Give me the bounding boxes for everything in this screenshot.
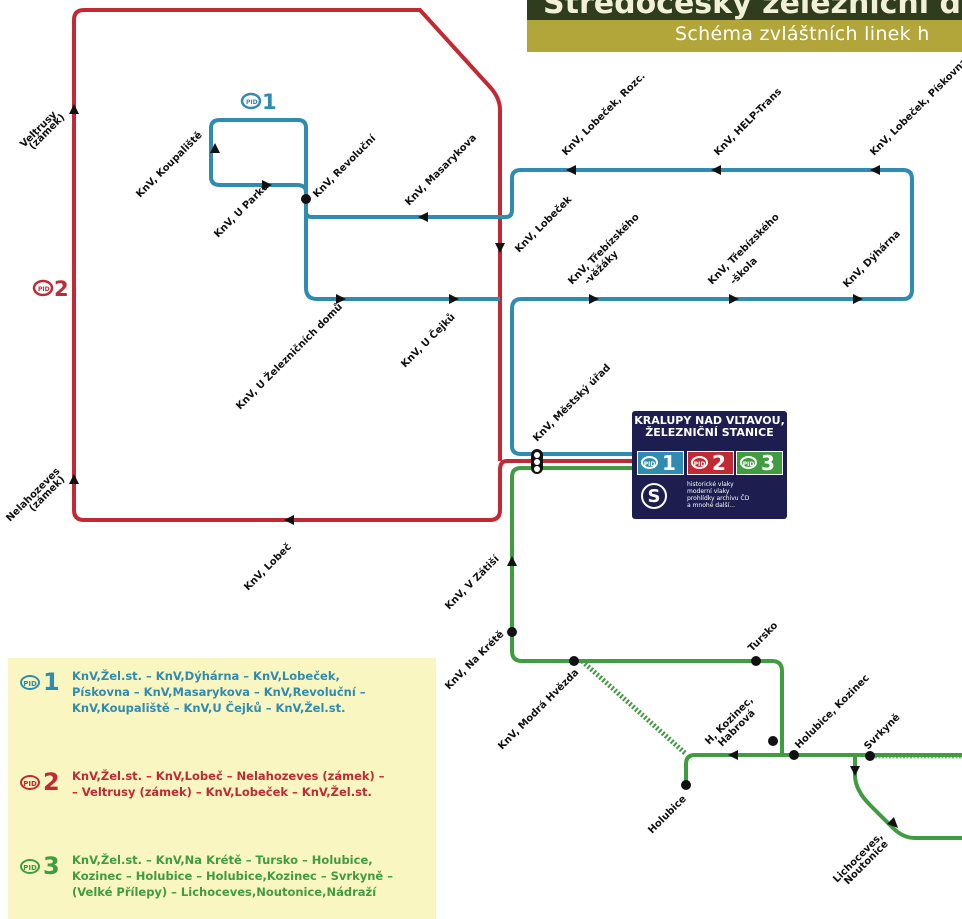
stop-label: KnV, Lobeč <box>242 541 294 593</box>
pid-icon: PID <box>20 775 40 790</box>
arrow-icon <box>449 294 459 304</box>
header-title-bar: Středočeský železniční den <box>527 0 962 20</box>
station-line-1-badge: PID 1 <box>637 451 684 475</box>
arrow-icon <box>262 180 272 190</box>
stop-label: KnV, U Železničních domů <box>233 300 345 412</box>
stop-label: KnV, Lobeček, Rozc. <box>560 70 648 158</box>
map-line-2-number: 2 <box>54 277 69 301</box>
station-stop-dot <box>534 452 540 458</box>
arrow-icon <box>870 165 880 175</box>
route-legend: PID 1 KnV,Žel.st. – KnV,Dýhárna – KnV,Lo… <box>8 658 436 919</box>
station-line-2-badge: PID 2 <box>687 451 734 475</box>
arrow-icon <box>566 165 576 175</box>
arrow-icon <box>69 104 79 114</box>
arrow-icon <box>284 515 294 525</box>
stop-dot <box>751 656 761 666</box>
map-line-2-badge: PID 2 <box>32 277 69 301</box>
arrow-icon <box>887 817 898 828</box>
station-stop-dot <box>534 466 540 472</box>
arrow-icon <box>69 474 79 484</box>
station-info-box: KRALUPY NAD VLTAVOU, ŽELEZNIČNÍ STANICE … <box>632 411 787 519</box>
header-subtitle-bar: Schéma zvláštních linek h <box>527 20 962 52</box>
pid-icon: PID <box>38 286 50 293</box>
arrow-icon <box>711 165 721 175</box>
stop-label: KnV, Lobeček, Pískovna <box>868 56 962 158</box>
page-subtitle: Schéma zvláštních linek h <box>675 23 930 45</box>
pid-icon: PID <box>20 675 40 690</box>
legend-line-number: 3 <box>43 852 60 880</box>
stop-label: KnV, Dýhárna <box>841 228 903 290</box>
stop-dot <box>865 751 875 761</box>
line-3-route <box>510 466 962 840</box>
legend-line-number: 2 <box>43 768 60 796</box>
line-1-route-loop <box>209 118 914 456</box>
pid-icon: PID <box>641 456 658 469</box>
stop-label: Svrkyně <box>862 711 903 752</box>
stop-label: KnV, Městský úřad <box>531 362 613 444</box>
map-line-1-number: 1 <box>262 90 277 114</box>
stop-label: KnV, HELP-Trans <box>712 86 784 158</box>
stop-label: Holubice, Kozinec <box>793 673 871 751</box>
arrow-icon <box>507 556 517 566</box>
stop-label: KnV, V Zátiší <box>443 553 502 612</box>
stop-label: KnV, Revoluční <box>311 132 379 200</box>
stop-dot <box>569 656 579 666</box>
pid-icon: PID <box>740 456 757 469</box>
arrow-icon <box>336 294 346 304</box>
station-stop-dot <box>534 459 540 465</box>
station-line-3-badge: PID 3 <box>736 451 783 475</box>
page-title: Středočeský železniční den <box>543 0 962 20</box>
map-line-1-badge: PID 1 <box>240 90 277 114</box>
direction-arrows <box>69 104 898 828</box>
arrow-icon <box>418 212 428 222</box>
station-title-line-1: KRALUPY NAD VLTAVOU, <box>634 414 785 427</box>
arrow-icon <box>853 294 863 304</box>
legend-line-number: 1 <box>43 668 60 696</box>
arrow-icon <box>589 294 599 304</box>
stop-label: Tursko <box>746 620 780 654</box>
stop-label: KnV, Na Krétě <box>443 628 507 692</box>
stop-label: KnV, Modrá Hvězda <box>496 666 582 752</box>
legend-line-2-route: KnV,Žel.st. – KnV,Lobeč – Nelahozeves (z… <box>72 769 385 799</box>
arrow-icon <box>210 143 220 153</box>
arrow-icon <box>495 243 505 253</box>
stop-label: KnV, Lobeček <box>513 193 575 255</box>
pid-icon: PID <box>691 456 708 469</box>
station-title-line-2: ŽELEZNIČNÍ STANICE <box>645 426 774 439</box>
arrow-icon <box>728 750 738 760</box>
stop-label: KnV, Koupaliště <box>134 129 205 200</box>
arrow-icon <box>729 294 739 304</box>
stop-label: KnV, U Parku <box>212 181 271 240</box>
stop-label: KnV, Masarykova <box>403 132 479 208</box>
station-line-2-number: 2 <box>712 451 726 475</box>
stop-dot <box>301 194 311 204</box>
stop-dot <box>768 736 778 746</box>
stop-dot <box>507 627 517 637</box>
line-1-route-inner <box>304 197 500 301</box>
legend-line-3-route: KnV,Žel.st. – KnV,Na Krétě – Tursko – Ho… <box>72 853 393 899</box>
legend-line-1-icon: PID 1 <box>20 668 64 696</box>
legend-line-2-icon: PID 2 <box>20 768 64 796</box>
stop-dot <box>789 750 799 760</box>
s-train-icon: S <box>641 483 667 509</box>
stop-dots <box>301 194 875 790</box>
station-description: historické vlaky moderní vlaky prohlídky… <box>687 481 750 509</box>
station-line-3-number: 3 <box>761 451 775 475</box>
arrow-icon <box>850 766 860 776</box>
legend-line-1-route: KnV,Žel.st. – KnV,Dýhárna – KnV,Lobeček,… <box>72 669 366 715</box>
line-2-route <box>72 8 527 522</box>
line-3-branch-dotted <box>580 659 688 756</box>
stop-label: KnV, Třebízského <box>566 211 642 287</box>
stop-label: KnV, U Čejků <box>398 310 458 370</box>
stop-label: Holubice <box>646 793 689 836</box>
stop-dot <box>681 780 691 790</box>
station-line-1-number: 1 <box>662 451 676 475</box>
legend-line-3-icon: PID 3 <box>20 852 64 880</box>
pid-icon: PID <box>246 99 258 106</box>
pid-icon: PID <box>20 859 40 874</box>
